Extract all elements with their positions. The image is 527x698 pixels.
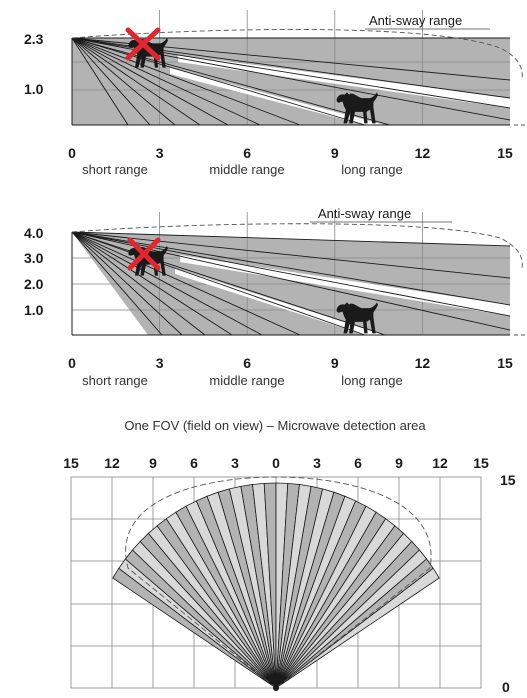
- dog-crossed-icon: [127, 237, 168, 276]
- panel-2-annotation: Anti-sway range: [318, 206, 411, 221]
- panel-3-y-tick: 0: [502, 679, 510, 695]
- panel-3-x-tick: 3: [231, 455, 239, 471]
- panel-1-x-tick: 9: [331, 145, 339, 161]
- panel-3-x-tick: 6: [354, 455, 362, 471]
- panel-1-zone-label: short range: [82, 162, 148, 177]
- panel-2-zone-label: short range: [82, 373, 148, 388]
- panel-1-y-tick: 1.0: [24, 81, 44, 97]
- panel-3: One FOV (field on view) – Microwave dete…: [63, 418, 516, 695]
- panel-3-fan: [112, 482, 440, 689]
- panel-1-x-tick: 6: [243, 145, 251, 161]
- panel-3-x-tick: 3: [313, 455, 321, 471]
- panel-2-gaps: [175, 255, 510, 335]
- panel-1-rays: [71, 37, 511, 126]
- panel-2-x-tick: 12: [415, 355, 431, 371]
- panel-1-anti-sway-boundary: [71, 29, 523, 81]
- panel-3-x-tick: 12: [432, 455, 448, 471]
- dog-crossed-icon: [125, 27, 168, 68]
- panel-2-y-tick: 2.0: [24, 276, 44, 292]
- panel-2-rays: [71, 231, 511, 336]
- panel-1-x-tick: 3: [156, 145, 164, 161]
- panel-3-x-tick: 15: [473, 455, 489, 471]
- panel-2-y-tick: 4.0: [24, 225, 44, 241]
- panel-2: Anti-sway range 4.0 3.0 2.0 1.0 0 3 6 9 …: [24, 206, 527, 388]
- panel-2-x-tick: 0: [68, 355, 76, 371]
- fan-wedge: [275, 567, 440, 689]
- panel-3-x-tick: 9: [149, 455, 157, 471]
- panel-3-x-tick: 15: [63, 455, 79, 471]
- panel-3-x-tick: 0: [272, 455, 280, 471]
- panel-1-x-tick: 0: [68, 145, 76, 161]
- panel-2-x-tick: 6: [243, 355, 251, 371]
- panel-2-y-tick: 1.0: [24, 302, 44, 318]
- panel-1-y-tick: 2.3: [24, 31, 44, 47]
- panel-1: Anti-sway range 2.3 1.0 0 3 6 9 12 15 sh…: [24, 10, 527, 177]
- panel-3-x-tick: 9: [395, 455, 403, 471]
- panel-2-x-tick: 3: [156, 355, 164, 371]
- panel-1-x-tick: 12: [415, 145, 431, 161]
- panel-3-outer-boundary: [125, 476, 432, 689]
- panel-2-zone-label: middle range: [209, 373, 284, 388]
- panel-2-y-tick: 3.0: [24, 250, 44, 266]
- panel-2-zone-label: long range: [341, 373, 402, 388]
- panel-1-zone-label: middle range: [209, 162, 284, 177]
- panel-3-sensor-origin: [273, 685, 279, 691]
- panel-2-x-tick: 15: [497, 355, 513, 371]
- panel-3-title: One FOV (field on view) – Microwave dete…: [124, 418, 426, 433]
- panel-3-x-tick: 6: [190, 455, 198, 471]
- panel-1-x-tick: 15: [497, 145, 513, 161]
- panel-2-anti-sway-boundary: [71, 223, 523, 269]
- panel-1-zone-label: long range: [341, 162, 402, 177]
- panel-2-x-tick: 9: [331, 355, 339, 371]
- panel-1-annotation: Anti-sway range: [369, 13, 462, 28]
- panel-3-y-tick: 15: [500, 472, 516, 488]
- panel-3-x-tick: 12: [104, 455, 120, 471]
